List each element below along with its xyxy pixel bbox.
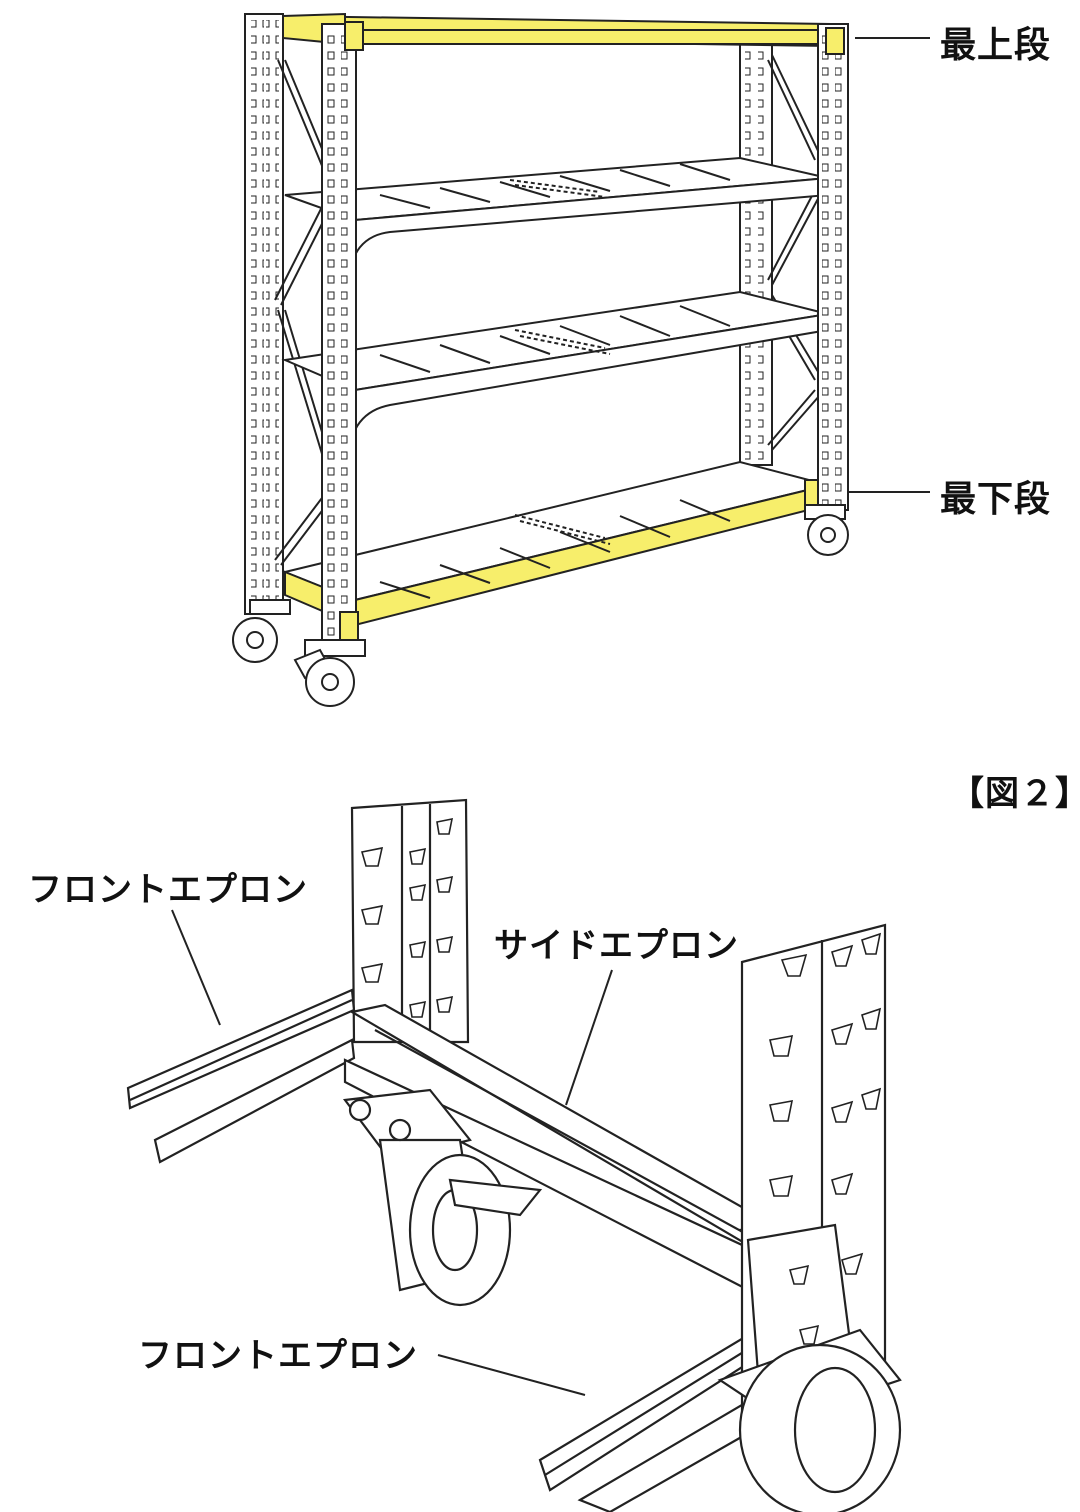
top-shelf-frame [282,12,831,48]
figure2-title: 【図２】 [950,774,1080,814]
leader-line-side-apron [565,969,613,1106]
label-side-apron: サイドエプロン [494,926,739,966]
right-side-bracing [767,54,821,451]
leader-line-front-apron-lower [437,1354,586,1396]
upper-front-apron-beam [126,988,356,1164]
label-front-apron-lower: フロントエプロン [138,1336,418,1376]
figure2-apron-detail [126,798,902,1512]
back-caster [342,1088,543,1307]
back-left-post [244,13,284,615]
bottom-shelf-frame [281,460,841,627]
caster-front-left [293,639,366,707]
figure1-shelf-unit [232,12,849,707]
label-bottom-shelf: 最下段 [940,479,1052,520]
label-top-shelf: 最上段 [940,25,1052,66]
leader-line-front-apron-upper [171,909,221,1026]
front-right-post [817,23,849,511]
back-upright-pillar [350,798,470,1044]
back-right-post [739,34,773,466]
front-left-post [321,21,364,647]
front-caster [717,1328,902,1512]
caster-front-right [804,504,849,556]
caster-back-left [232,599,291,663]
label-front-apron-upper: フロントエプロン [28,870,308,910]
